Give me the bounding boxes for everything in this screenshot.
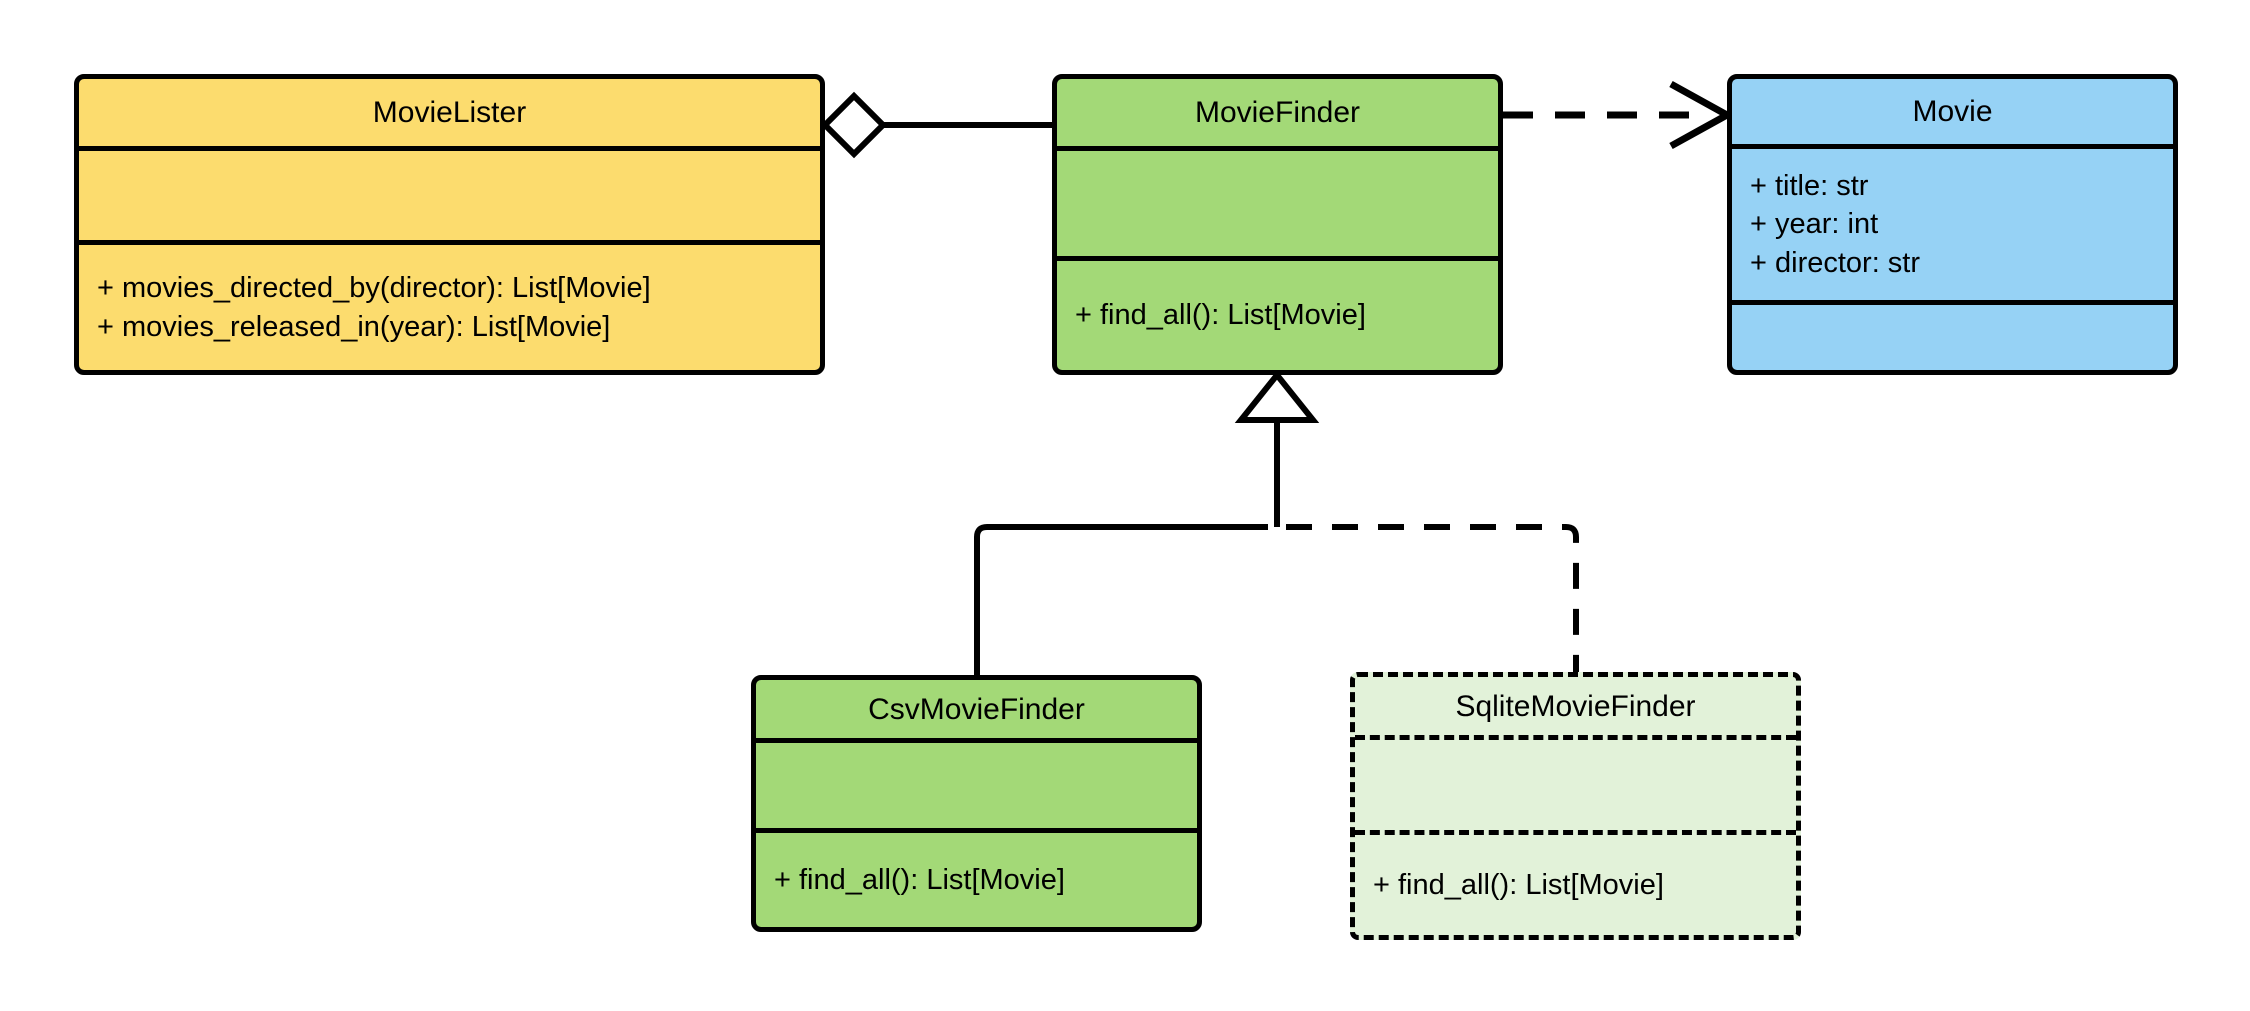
method-item: + movies_released_in(year): List[Movie] <box>97 310 611 343</box>
method-item: + movies_directed_by(director): List[Mov… <box>97 271 651 304</box>
methods-compartment <box>1732 305 2173 370</box>
attributes-compartment <box>756 743 1197 833</box>
methods-compartment: + find_all(): List[Movie] <box>1057 261 1498 370</box>
class-name-compartment: MovieLister <box>79 79 820 151</box>
hollow-diamond-marker <box>820 91 888 159</box>
class-title: MovieFinder <box>1194 96 1361 129</box>
class-title: MovieLister <box>372 96 527 129</box>
class-box-movielister[interactable]: MovieLister + movies_directed_by(directo… <box>74 74 825 375</box>
class-name-compartment: MovieFinder <box>1057 79 1498 151</box>
class-box-sqlitemoviefinder[interactable]: SqliteMovieFinder + find_all(): List[Mov… <box>1350 672 1801 940</box>
class-name-compartment: CsvMovieFinder <box>756 680 1197 743</box>
class-name-compartment: Movie <box>1732 79 2173 149</box>
edge-generalization-sqlitemoviefinder-moviefinder[interactable] <box>1286 524 1579 672</box>
methods-compartment: + movies_directed_by(director): List[Mov… <box>79 245 820 370</box>
method-item: + find_all(): List[Movie] <box>1075 299 1366 332</box>
class-box-movie[interactable]: Movie + title: str + year: int + directo… <box>1727 74 2178 375</box>
attributes-compartment: + title: str + year: int + director: str <box>1732 149 2173 305</box>
generalization-line-csv <box>974 524 1268 675</box>
class-title: Movie <box>1912 95 1993 128</box>
class-box-csvmoviefinder[interactable]: CsvMovieFinder + find_all(): List[Movie] <box>751 675 1202 932</box>
attributes-compartment <box>1057 151 1498 261</box>
attributes-compartment <box>1355 740 1796 835</box>
hollow-triangle-marker <box>1234 370 1320 423</box>
class-title: CsvMovieFinder <box>868 692 1085 726</box>
methods-compartment: + find_all(): List[Movie] <box>1355 835 1796 935</box>
attribute-item: + title: str <box>1750 169 1869 202</box>
edge-aggregation-movielister-moviefinder[interactable] <box>820 91 1052 159</box>
generalization-line-sqlite <box>1286 524 1579 672</box>
method-item: + find_all(): List[Movie] <box>774 863 1065 896</box>
method-item: + find_all(): List[Movie] <box>1373 868 1664 901</box>
edge-dependency-moviefinder-movie[interactable] <box>1503 80 1735 150</box>
class-title: SqliteMovieFinder <box>1455 689 1696 723</box>
class-box-moviefinder[interactable]: MovieFinder + find_all(): List[Movie] <box>1052 74 1503 375</box>
class-name-compartment: SqliteMovieFinder <box>1355 677 1796 740</box>
attribute-item: + director: str <box>1750 246 1921 279</box>
attributes-compartment <box>79 151 820 245</box>
methods-compartment: + find_all(): List[Movie] <box>756 833 1197 927</box>
attribute-item: + year: int <box>1750 208 1879 241</box>
open-arrow-marker <box>1669 80 1735 150</box>
edge-generalization-csvmoviefinder-moviefinder[interactable] <box>974 370 1320 675</box>
